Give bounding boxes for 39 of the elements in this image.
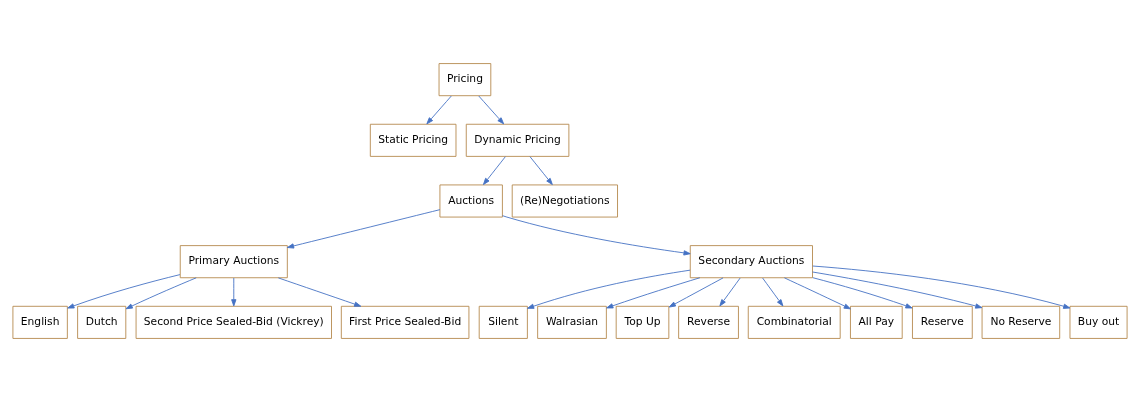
- node-box: Walrasian: [537, 305, 607, 339]
- arrow: [606, 277, 701, 309]
- node-box: Reverse: [678, 305, 739, 339]
- node-box: Combinatorial: [747, 305, 841, 339]
- node-box: Reserve: [912, 305, 973, 339]
- node-box: Dynamic Pricing: [465, 123, 570, 157]
- arrow: [277, 277, 362, 307]
- node-box: No Reserve: [981, 305, 1061, 339]
- node-box: All Pay: [850, 305, 903, 339]
- node-box: Primary Auctions: [179, 245, 288, 279]
- arrow: [668, 277, 724, 308]
- node-box: Silent: [478, 305, 528, 339]
- node-box: Second Price Sealed-Bid (Vickrey): [135, 305, 332, 339]
- node-box: Pricing: [438, 63, 492, 97]
- node-box: Dutch: [77, 305, 127, 339]
- arrow: [719, 277, 741, 307]
- arrow: [812, 277, 913, 309]
- arrow: [783, 277, 851, 310]
- node-box: Static Pricing: [369, 123, 457, 157]
- arrow: [762, 277, 784, 307]
- arrow: [231, 277, 237, 307]
- node-box: Top Up: [615, 305, 670, 339]
- node-box: Secondary Auctions: [689, 245, 813, 279]
- arrow: [527, 269, 691, 309]
- node-box: Auctions: [439, 184, 503, 218]
- arrow: [67, 274, 181, 309]
- node-box: (Re)Negotiations: [511, 184, 618, 218]
- node-box: English: [12, 305, 68, 339]
- arrow: [426, 95, 452, 125]
- arrow: [502, 215, 691, 256]
- arrow: [812, 271, 983, 309]
- node-box: First Price Sealed-Bid: [340, 305, 470, 339]
- arrow: [529, 156, 553, 185]
- arrow: [483, 156, 506, 185]
- arrow: [812, 265, 1071, 309]
- arrow: [478, 95, 505, 125]
- node-box: Buy out: [1069, 305, 1128, 339]
- arrow: [286, 209, 441, 249]
- arrow: [125, 277, 197, 310]
